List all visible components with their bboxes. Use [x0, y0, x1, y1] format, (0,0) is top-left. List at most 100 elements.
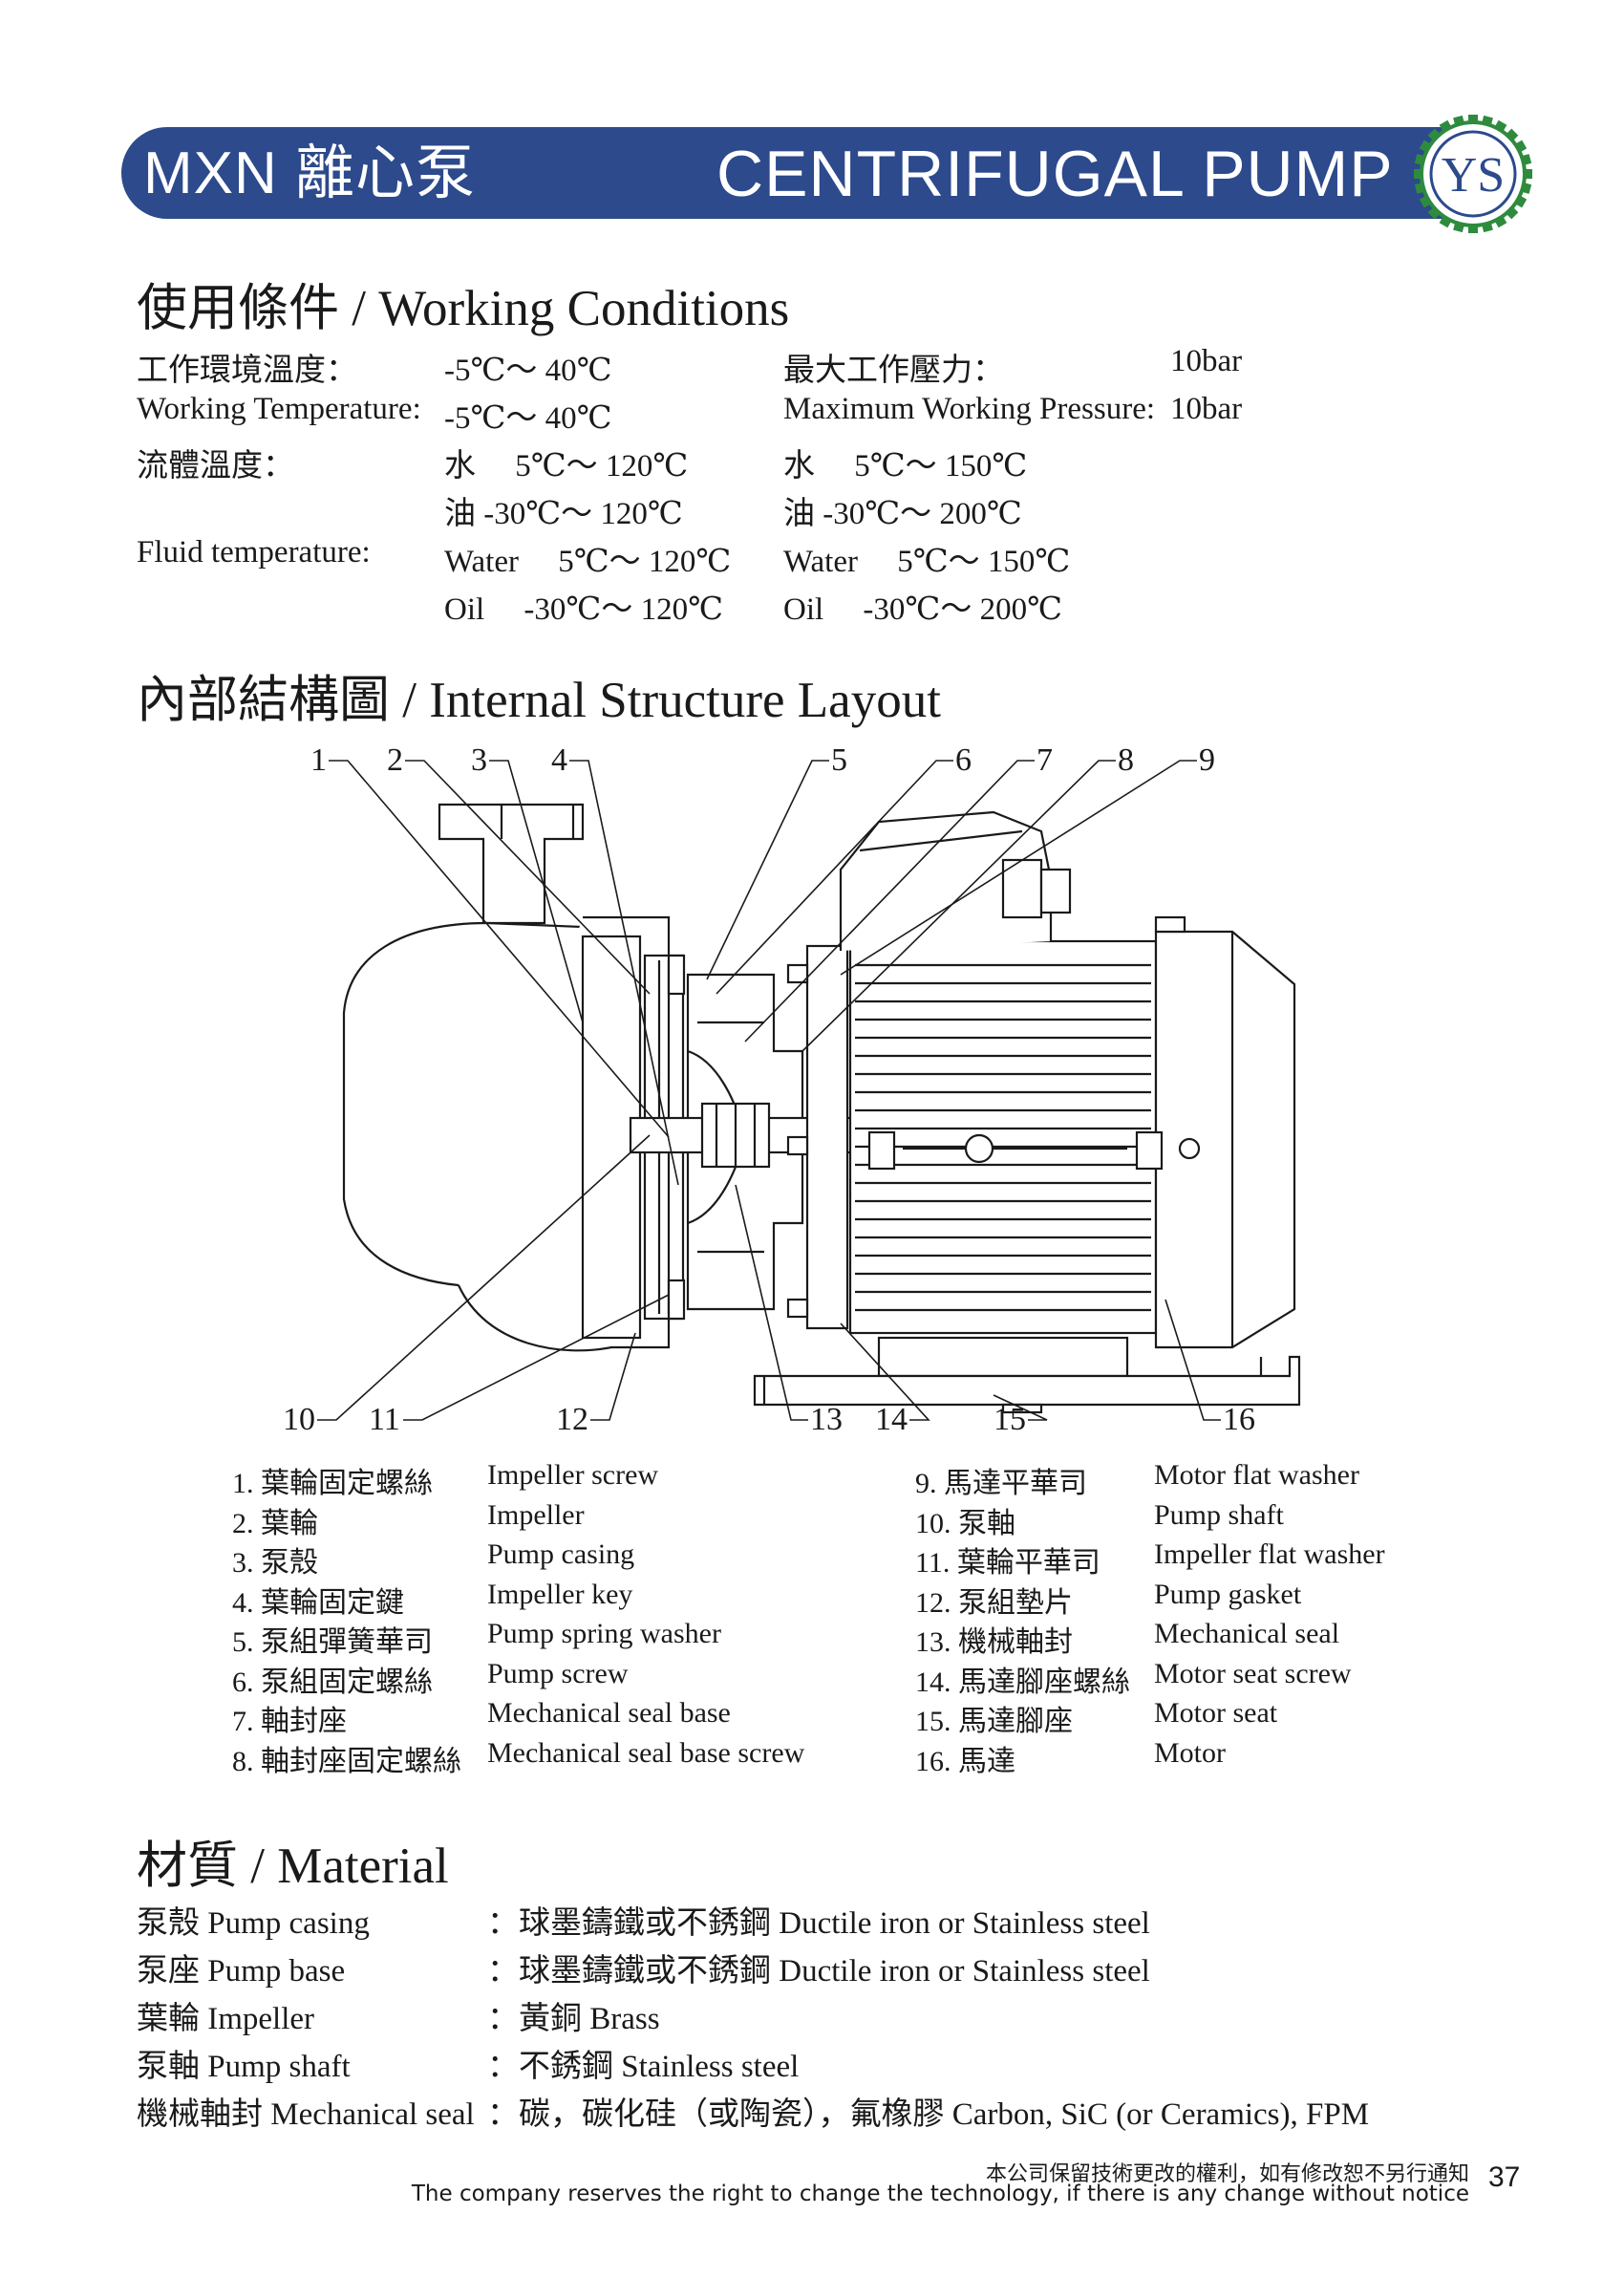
callout-line-16 [1165, 1299, 1221, 1421]
page-number: 37 [1488, 2161, 1521, 2193]
part-name-zh: 15. 馬達腳座 [915, 1706, 1073, 1737]
part-name-zh: 12. 泵組墊片 [915, 1586, 1073, 1619]
callout-line-3 [489, 760, 584, 1023]
part-name-en: Motor seat [1154, 1697, 1278, 1729]
part-name-en: Pump shaft [1154, 1498, 1284, 1531]
callout-line-12 [590, 1332, 636, 1421]
part-name-zh: 5. 泵組彈簧華司 [232, 1626, 433, 1658]
callout-label-2: 2 [387, 742, 403, 778]
callout-line-13 [735, 1184, 808, 1421]
part-name-zh: 3. 泵殼 [232, 1547, 318, 1579]
material-value: ：球墨鑄鐵或不銹鋼 Ductile iron or Stainless stee… [487, 1954, 1150, 1989]
part-name-en: Motor [1154, 1736, 1226, 1769]
wc-cell: Oil -30℃～ 120℃ [444, 592, 723, 627]
part-name-zh: 6. 泵組固定螺絲 [232, 1666, 433, 1698]
wc-cell: 油 -30℃～ 120℃ [444, 497, 683, 531]
callout-label-6: 6 [955, 742, 972, 778]
callout-line-1 [329, 760, 670, 1138]
callout-label-4: 4 [551, 742, 567, 778]
material-value: ：碳，碳化硅（或陶瓷），氟橡膠 Carbon, SiC (or Ceramics… [487, 2097, 1370, 2132]
part-name-zh: 2. 葉輪 [232, 1507, 318, 1539]
wc-cell: Water 5℃～ 150℃ [783, 545, 1071, 579]
callout-line-8 [801, 760, 1116, 1052]
material-part: 泵軸 Pump shaft [137, 2050, 351, 2084]
material-heading: 材質 / Material [137, 1838, 449, 1894]
callout-line-14 [840, 1322, 930, 1421]
material-value: ：黃銅 Brass [487, 2002, 660, 2036]
callout-label-8: 8 [1118, 742, 1134, 778]
wc-cell: 水 5℃～ 150℃ [783, 449, 1028, 484]
material-value: ：不銹鋼 Stainless steel [487, 2050, 800, 2084]
callout-line-11 [403, 1294, 670, 1421]
callout-line-10 [317, 1134, 651, 1421]
wc-cell: 10bar [1170, 392, 1243, 426]
callout-line-7 [744, 760, 1035, 1043]
callout-label-9: 9 [1199, 742, 1215, 778]
material-part: 泵殼 Pump casing [137, 1906, 370, 1941]
material-part: 泵座 Pump base [137, 1954, 346, 1989]
part-name-zh: 9. 馬達平華司 [915, 1468, 1087, 1499]
header-left-title: MXN 離心泵 [143, 140, 477, 206]
part-name-zh: 14. 馬達腳座螺絲 [915, 1666, 1130, 1698]
callout-label-12: 12 [556, 1402, 588, 1437]
part-name-en: Motor seat screw [1154, 1657, 1352, 1689]
callout-label-1: 1 [310, 742, 327, 778]
callout-line-5 [706, 760, 829, 980]
wc-cell: Fluid temperature: [137, 535, 371, 570]
wc-cell: -5℃～ 40℃ [444, 354, 612, 388]
part-name-zh: 4. 葉輪固定鍵 [232, 1586, 404, 1619]
wc-cell: 最大工作壓力： [783, 354, 1004, 388]
callout-line-9 [840, 760, 1197, 976]
header-banner [121, 127, 1459, 219]
wc-cell: -5℃～ 40℃ [444, 401, 612, 436]
callout-label-5: 5 [831, 742, 847, 778]
part-name-zh: 16. 馬達 [915, 1745, 1015, 1777]
part-name-en: Pump screw [487, 1657, 629, 1689]
callout-label-15: 15 [994, 1402, 1026, 1437]
part-name-zh: 1. 葉輪固定螺絲 [232, 1468, 433, 1499]
part-name-en: Mechanical seal [1154, 1618, 1340, 1649]
callout-line-6 [716, 760, 953, 995]
wc-cell: Oil -30℃～ 200℃ [783, 592, 1062, 627]
callout-label-13: 13 [810, 1402, 843, 1437]
part-name-en: Impeller key [487, 1578, 633, 1610]
callout-line-15 [993, 1394, 1048, 1421]
part-name-en: Mechanical seal base [487, 1697, 731, 1729]
material-value: ：球墨鑄鐵或不銹鋼 Ductile iron or Stainless stee… [487, 1906, 1150, 1941]
material-part: 葉輪 Impeller [137, 2002, 315, 2036]
wc-cell: Water 5℃～ 120℃ [444, 545, 732, 579]
structure-heading: 內部結構圖 / Internal Structure Layout [137, 673, 941, 728]
part-name-zh: 10. 泵軸 [915, 1507, 1015, 1539]
callout-label-10: 10 [283, 1402, 315, 1437]
wc-cell: 工作環境溫度： [137, 354, 357, 388]
part-name-en: Pump spring washer [487, 1618, 721, 1649]
part-name-zh: 13. 機械軸封 [915, 1626, 1073, 1658]
wc-cell: 油 -30℃～ 200℃ [783, 497, 1022, 531]
working-conditions-heading: 使用條件 / Working Conditions [137, 281, 790, 336]
callout-label-16: 16 [1223, 1402, 1255, 1437]
part-name-en: Pump casing [487, 1538, 635, 1570]
logo-letters: YS [1442, 148, 1505, 203]
callout-label-7: 7 [1036, 742, 1053, 778]
part-name-en: Mechanical seal base screw [487, 1736, 805, 1769]
wc-cell: 流體溫度： [137, 449, 294, 484]
footer-notice-en: The company reserves the right to change… [411, 2182, 1469, 2206]
wc-cell: 水 5℃～ 120℃ [444, 449, 689, 484]
wc-cell: Maximum Working Pressure: [783, 392, 1156, 426]
callout-label-3: 3 [471, 742, 487, 778]
callout-line-4 [569, 760, 679, 1186]
callout-label-11: 11 [369, 1402, 400, 1437]
part-name-zh: 7. 軸封座 [232, 1706, 347, 1737]
part-name-zh: 11. 葉輪平華司 [915, 1547, 1100, 1579]
part-name-en: Pump gasket [1154, 1578, 1302, 1610]
footer-notice-zh: 本公司保留技術更改的權利，如有修改恕不另行通知 [985, 2162, 1469, 2186]
material-part: 機械軸封 Mechanical seal [137, 2097, 475, 2132]
part-name-en: Motor flat washer [1154, 1459, 1359, 1491]
part-name-en: Impeller flat washer [1154, 1538, 1385, 1570]
callout-line-2 [405, 760, 651, 995]
part-name-zh: 8. 軸封座固定螺絲 [232, 1745, 461, 1777]
part-name-en: Impeller [487, 1498, 585, 1531]
callout-label-14: 14 [875, 1402, 908, 1437]
part-name-en: Impeller screw [487, 1459, 659, 1491]
